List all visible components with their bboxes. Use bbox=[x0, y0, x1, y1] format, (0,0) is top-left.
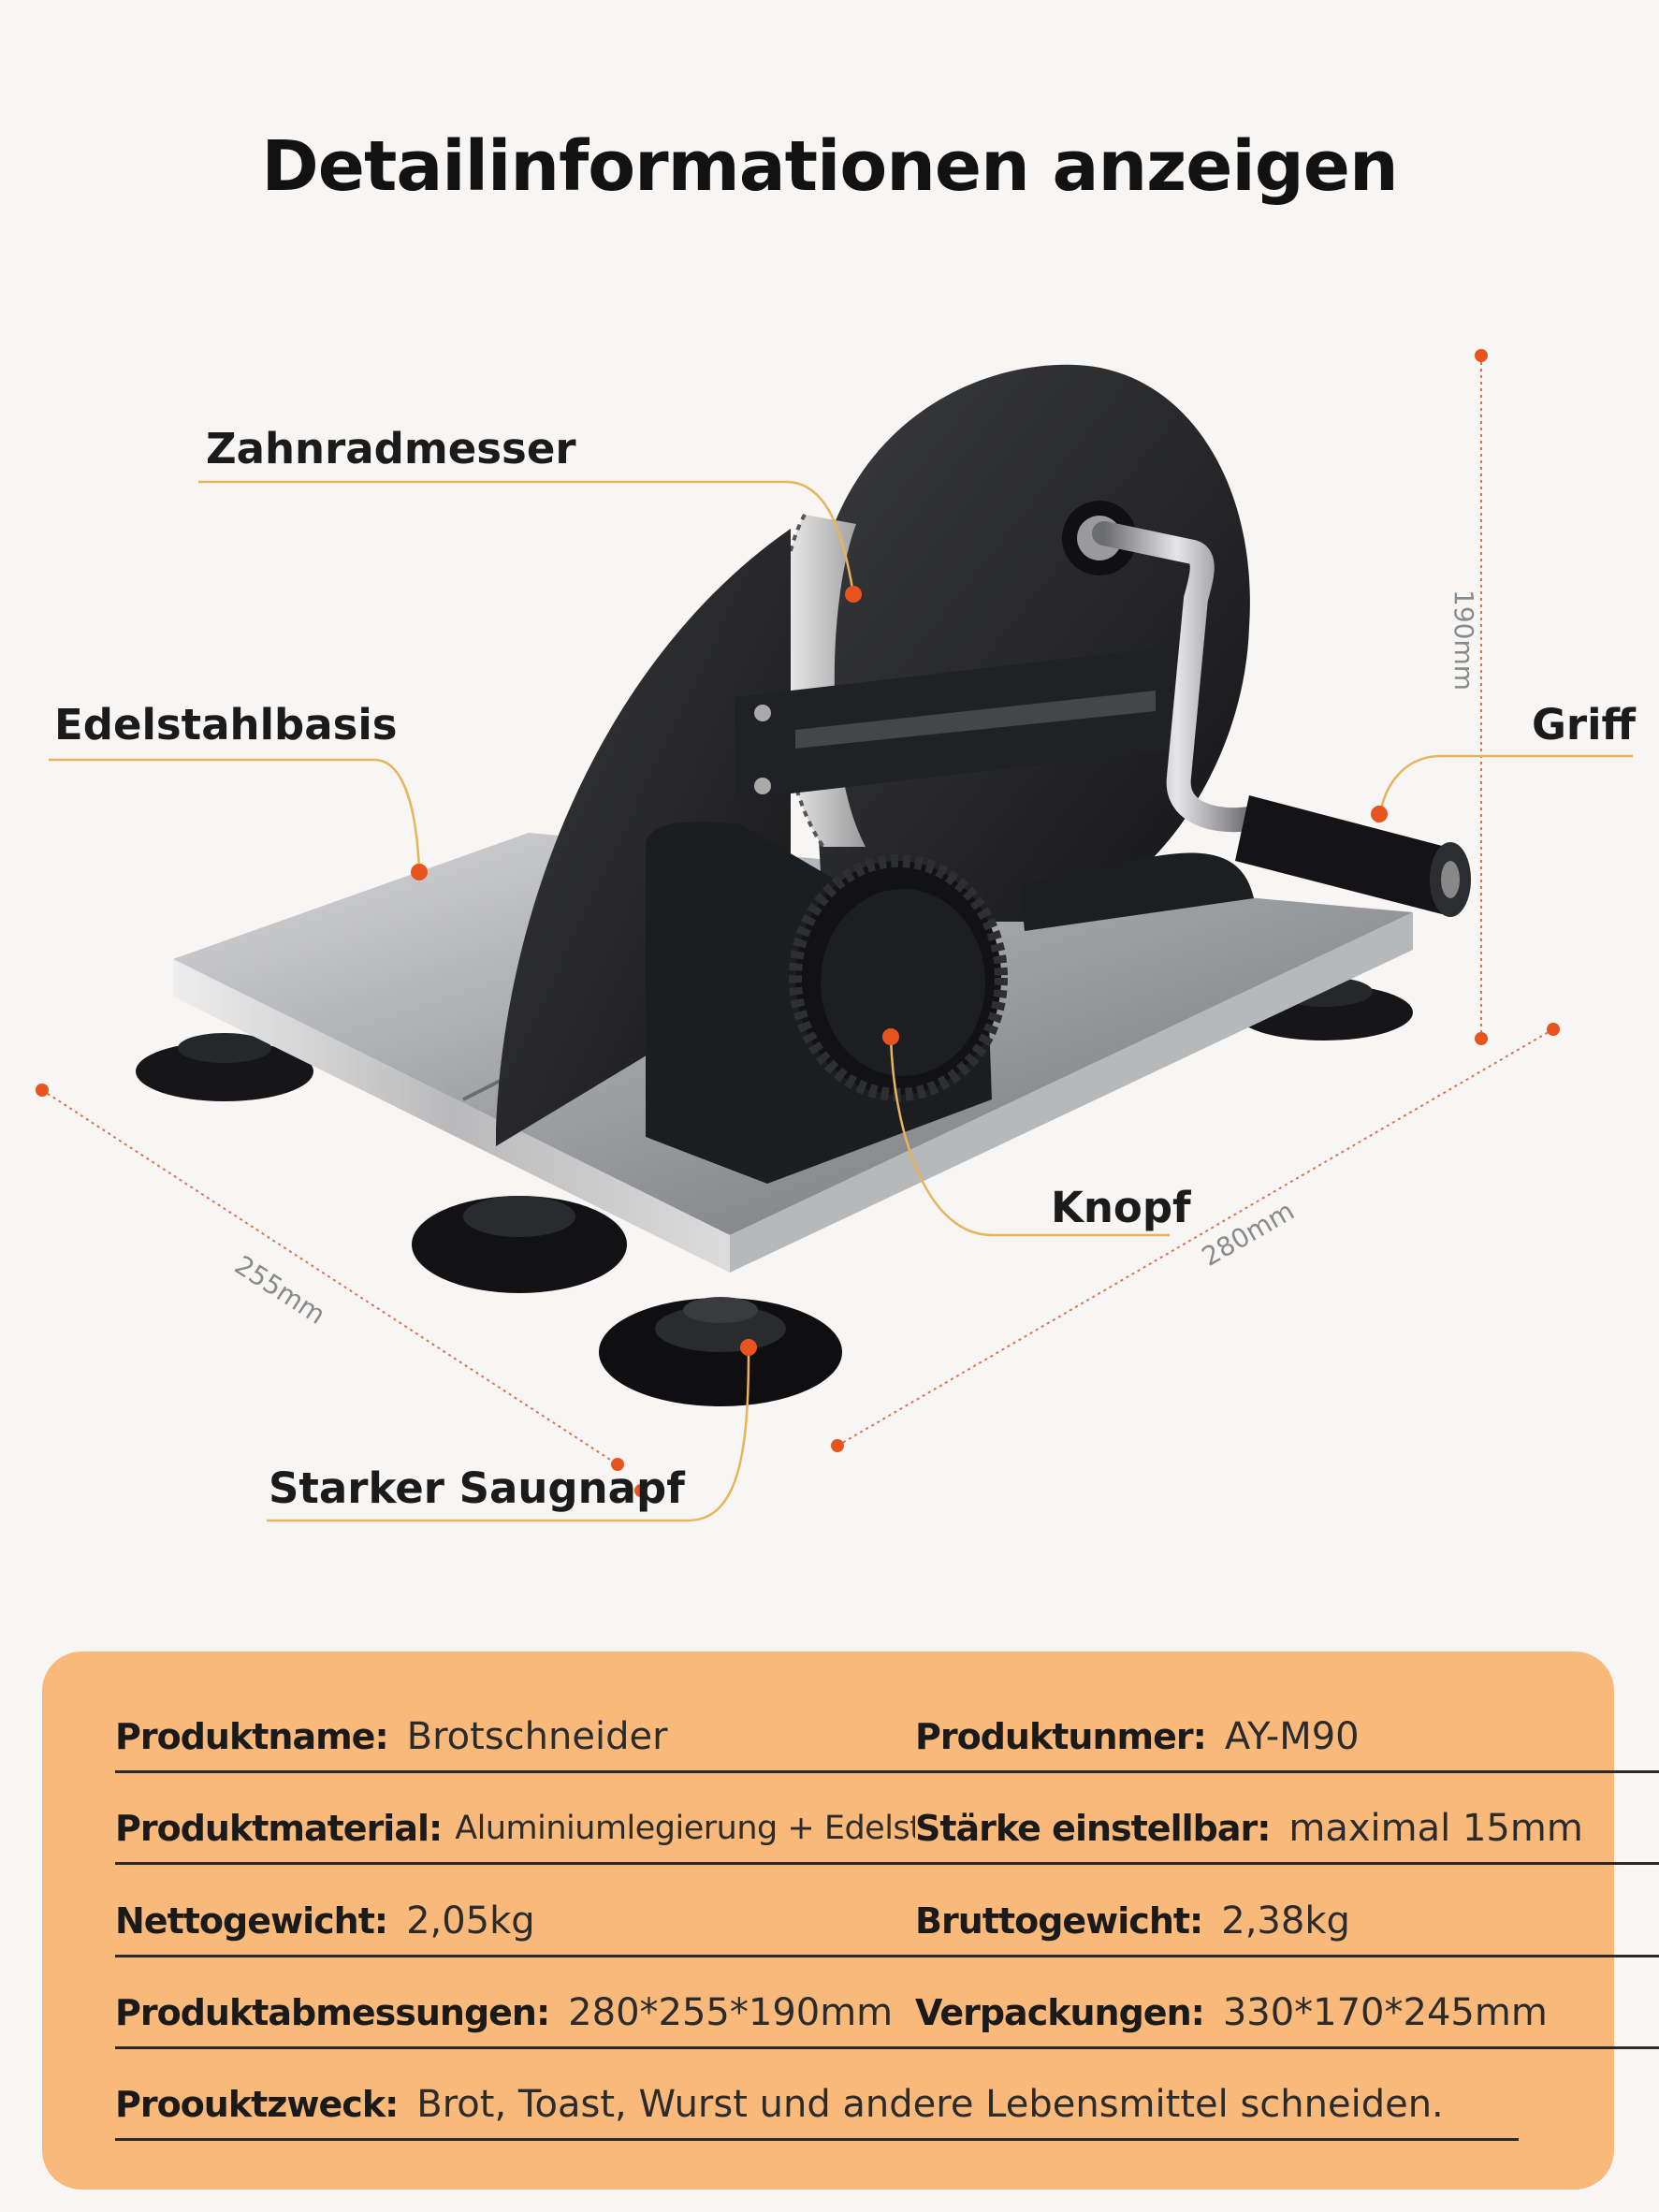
callout-suction: Starker Saugnapf bbox=[269, 1463, 685, 1513]
spec-panel: Produktname: Brotschneider Produktunmer:… bbox=[42, 1652, 1659, 2190]
callout-leaders bbox=[49, 480, 1633, 1522]
knob bbox=[646, 822, 1008, 1184]
spec-material: Produktmaterial: Aluminiumlegierung + Ed… bbox=[115, 1795, 915, 1865]
dimension-height-label: 190mm bbox=[1448, 589, 1479, 691]
spec-value: maximal 15mm bbox=[1288, 1807, 1583, 1850]
suction-cup-icon bbox=[136, 977, 1413, 1406]
spec-row: Produktname: Brotschneider Produktunmer:… bbox=[115, 1703, 1659, 1787]
callout-dots bbox=[411, 586, 1388, 1497]
spec-value: Aluminiumlegierung + Edelstahl bbox=[455, 1810, 915, 1847]
dimension-lines bbox=[36, 349, 1560, 1471]
handle-grip bbox=[1235, 795, 1471, 917]
spec-purpose: Proouktzweck: Brot, Toast, Wurst und and… bbox=[115, 2071, 1519, 2141]
spec-label: Produktabmessungen: bbox=[115, 1992, 550, 2033]
spec-value: 330*170*245mm bbox=[1222, 1991, 1548, 2034]
callout-blade: Zahnradmesser bbox=[206, 424, 576, 473]
spec-net-weight: Nettogewicht: 2,05kg bbox=[115, 1887, 915, 1957]
spec-label: Bruttogewicht: bbox=[915, 1900, 1203, 1942]
slicer-illustration bbox=[36, 349, 1633, 1522]
spec-gross-weight: Bruttogewicht: 2,38kg bbox=[915, 1887, 1659, 1957]
spec-value: AY-M90 bbox=[1224, 1715, 1360, 1758]
spec-row: Proouktzweck: Brot, Toast, Wurst und and… bbox=[115, 2071, 1584, 2155]
crank bbox=[1062, 501, 1261, 833]
spec-value: Brot, Toast, Wurst und andere Lebensmitt… bbox=[416, 2083, 1444, 2126]
spec-dimensions: Produktabmessungen: 280*255*190mm bbox=[115, 1979, 915, 2049]
guide-arm bbox=[735, 646, 1179, 800]
spec-label: Produktunmer: bbox=[915, 1716, 1207, 1757]
page-title: Detailinformationen anzeigen bbox=[261, 126, 1398, 207]
spec-value: Brotschneider bbox=[406, 1715, 668, 1758]
spec-label: Verpackungen: bbox=[915, 1992, 1205, 2033]
callout-knob: Knopf bbox=[1051, 1183, 1191, 1232]
spec-value: 2,38kg bbox=[1221, 1899, 1350, 1943]
spec-value: 2,05kg bbox=[406, 1899, 535, 1943]
spec-label: Proouktzweck: bbox=[115, 2084, 399, 2125]
spec-packaging: Verpackungen: 330*170*245mm bbox=[915, 1979, 1659, 2049]
spec-label: Stärke einstellbar: bbox=[915, 1808, 1271, 1849]
spec-label: Produktname: bbox=[115, 1716, 389, 1757]
spec-label: Produktmaterial: bbox=[115, 1808, 443, 1849]
callout-handle: Griff bbox=[1532, 700, 1637, 749]
spec-product-name: Produktname: Brotschneider bbox=[115, 1703, 915, 1773]
spec-value: 280*255*190mm bbox=[568, 1991, 894, 2034]
spec-row: Produktmaterial: Aluminiumlegierung + Ed… bbox=[115, 1795, 1659, 1879]
spec-row: Nettogewicht: 2,05kg Bruttogewicht: 2,38… bbox=[115, 1887, 1659, 1972]
callout-base: Edelstahlbasis bbox=[54, 700, 398, 749]
blade-housing bbox=[808, 364, 1254, 931]
spec-thickness: Stärke einstellbar: maximal 15mm bbox=[915, 1795, 1659, 1865]
spec-product-number: Produktunmer: AY-M90 bbox=[915, 1703, 1659, 1773]
spec-label: Nettogewicht: bbox=[115, 1900, 388, 1942]
spec-row: Produktabmessungen: 280*255*190mm Verpac… bbox=[115, 1979, 1659, 2063]
